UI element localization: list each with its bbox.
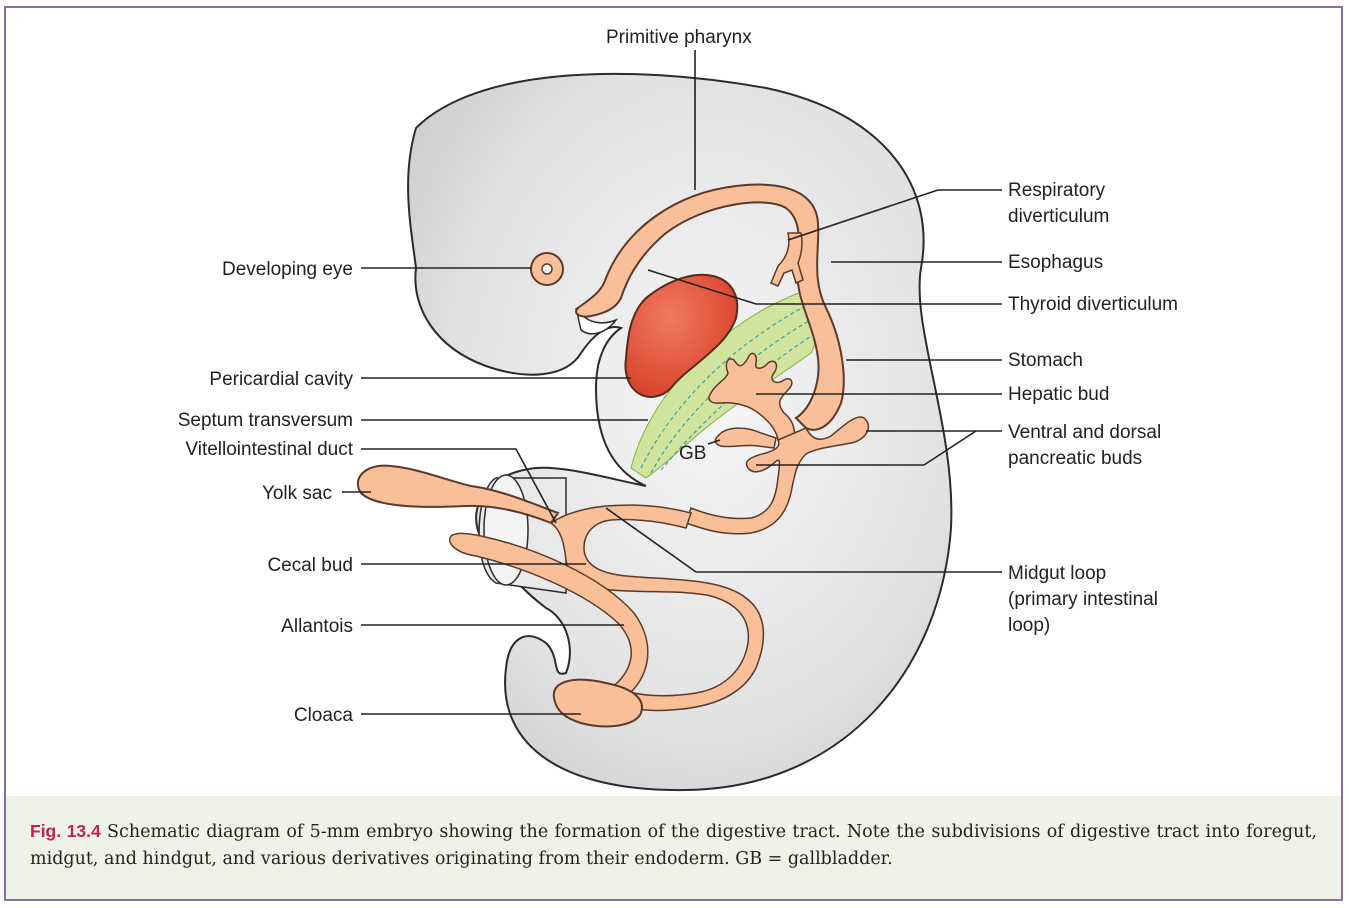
label-pancreatic-buds-1: Ventral and dorsal — [1008, 422, 1161, 443]
label-primitive-pharynx: Primitive pharynx — [606, 27, 752, 48]
label-vitellointestinal-duct: Vitellointestinal duct — [185, 439, 353, 460]
label-respiratory-diverticulum-1: Respiratory — [1008, 180, 1106, 201]
label-pancreatic-buds-2: pancreatic buds — [1008, 448, 1142, 469]
label-developing-eye: Developing eye — [222, 259, 353, 280]
figure-caption: Fig. 13.4 Schematic diagram of 5-mm embr… — [6, 796, 1341, 899]
embryo-diagram: Primitive pharynx Respiratory diverticul… — [6, 8, 1341, 796]
label-septum-transversum: Septum transversum — [178, 410, 353, 431]
label-midgut-loop-1: Midgut loop — [1008, 563, 1106, 584]
embryo-diagram-svg: Primitive pharynx Respiratory diverticul… — [6, 8, 1341, 796]
label-cecal-bud: Cecal bud — [267, 555, 353, 576]
label-pericardial-cavity: Pericardial cavity — [209, 369, 353, 390]
label-cloaca: Cloaca — [294, 705, 354, 726]
label-respiratory-diverticulum-2: diverticulum — [1008, 206, 1109, 227]
label-hepatic-bud: Hepatic bud — [1008, 384, 1109, 405]
label-yolk-sac: Yolk sac — [262, 483, 332, 504]
caption-text: Schematic diagram of 5-mm embryo showing… — [30, 822, 1317, 869]
label-esophagus: Esophagus — [1008, 252, 1103, 273]
label-midgut-loop-3: loop) — [1008, 615, 1050, 636]
figure-number: Fig. 13.4 — [30, 821, 101, 841]
label-midgut-loop-2: (primary intestinal — [1008, 589, 1158, 610]
label-allantois: Allantois — [281, 616, 353, 637]
label-thyroid-diverticulum: Thyroid diverticulum — [1008, 294, 1178, 315]
label-gb: GB — [679, 443, 706, 464]
figure-frame: Primitive pharynx Respiratory diverticul… — [4, 6, 1343, 901]
label-stomach: Stomach — [1008, 350, 1083, 371]
